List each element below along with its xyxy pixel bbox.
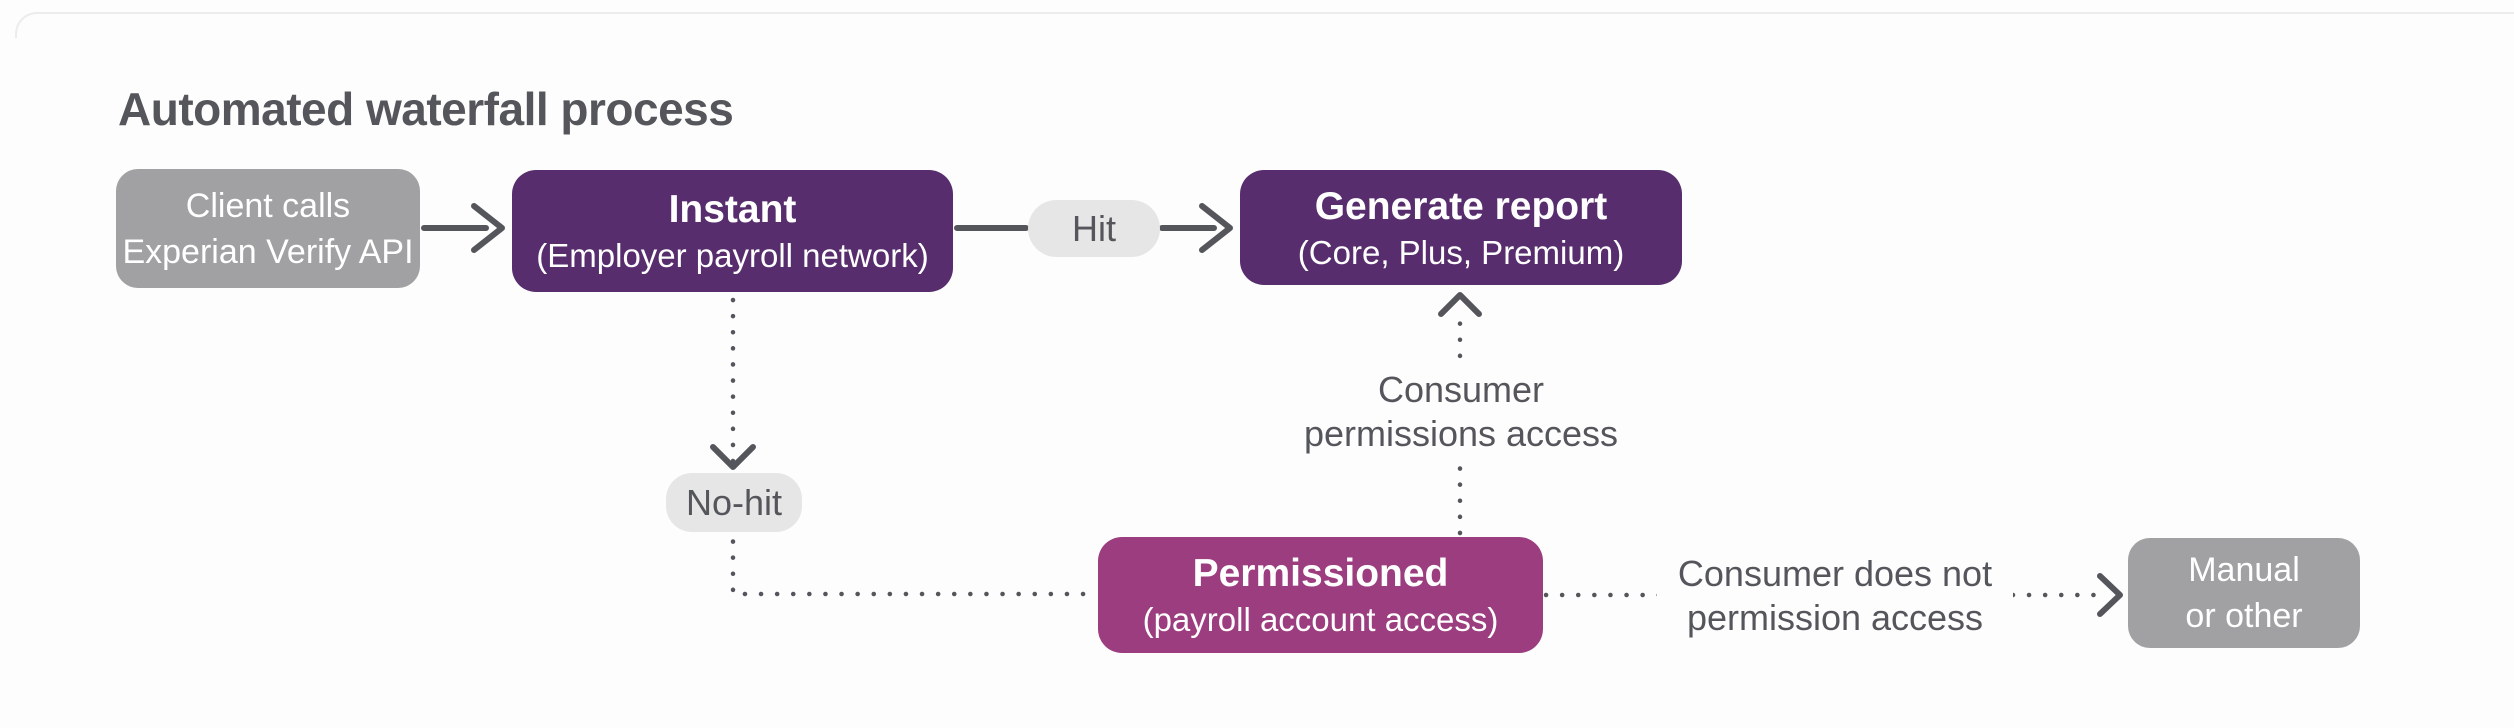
arrowhead-right-manual — [2097, 573, 2123, 617]
node-permissioned-subtitle: (payroll account access) — [1142, 601, 1499, 638]
node-generate-subtitle: (Core, Plus, Premium) — [1297, 233, 1625, 271]
node-client-line2: Experian Verify API — [122, 232, 414, 271]
node-client-calls: Client calls Experian Verify API — [116, 169, 420, 288]
page-title: Automated waterfall process — [118, 83, 734, 135]
label-cdn-line1: Consumer does not — [1677, 553, 1993, 594]
label-hit-text: Hit — [1072, 207, 1116, 249]
node-instant-title: Instant — [668, 188, 797, 231]
node-client-line1: Client calls — [185, 186, 351, 225]
node-instant: Instant (Employer payroll network) — [512, 170, 953, 292]
node-manual-line1: Manual — [2188, 551, 2300, 589]
label-no-hit: No-hit — [666, 473, 802, 532]
node-permissioned: Permissioned (payroll account access) — [1098, 537, 1543, 653]
node-generate-report: Generate report (Core, Plus, Premium) — [1240, 170, 1682, 285]
arrowhead-down-nohit — [710, 444, 756, 470]
label-cdn-line2: permission access — [1686, 597, 1984, 638]
label-cpa-line2: permissions access — [1303, 413, 1619, 454]
node-manual-line2: or other — [2185, 597, 2303, 635]
label-no-hit-text: No-hit — [685, 481, 783, 523]
node-instant-subtitle: (Employer payroll network) — [536, 237, 929, 274]
label-cpa-line1: Consumer — [1377, 369, 1545, 410]
label-hit: Hit — [1028, 200, 1160, 257]
node-generate-title: Generate report — [1314, 184, 1608, 228]
card-top-edge — [15, 12, 2514, 38]
dotted-instant-to-permissioned — [730, 297, 1099, 597]
node-manual-or-other: Manual or other — [2128, 538, 2360, 648]
arrowhead-client-to-instant — [471, 203, 505, 253]
arrowhead-up-generate — [1438, 292, 1482, 317]
label-consumer-does-not-permission: Consumer does not permission access — [1657, 546, 2013, 646]
node-permissioned-title: Permissioned — [1192, 552, 1449, 595]
arrowhead-hit-to-generate — [1199, 203, 1233, 253]
label-consumer-permissions-access: Consumer permissions access — [1281, 362, 1641, 462]
